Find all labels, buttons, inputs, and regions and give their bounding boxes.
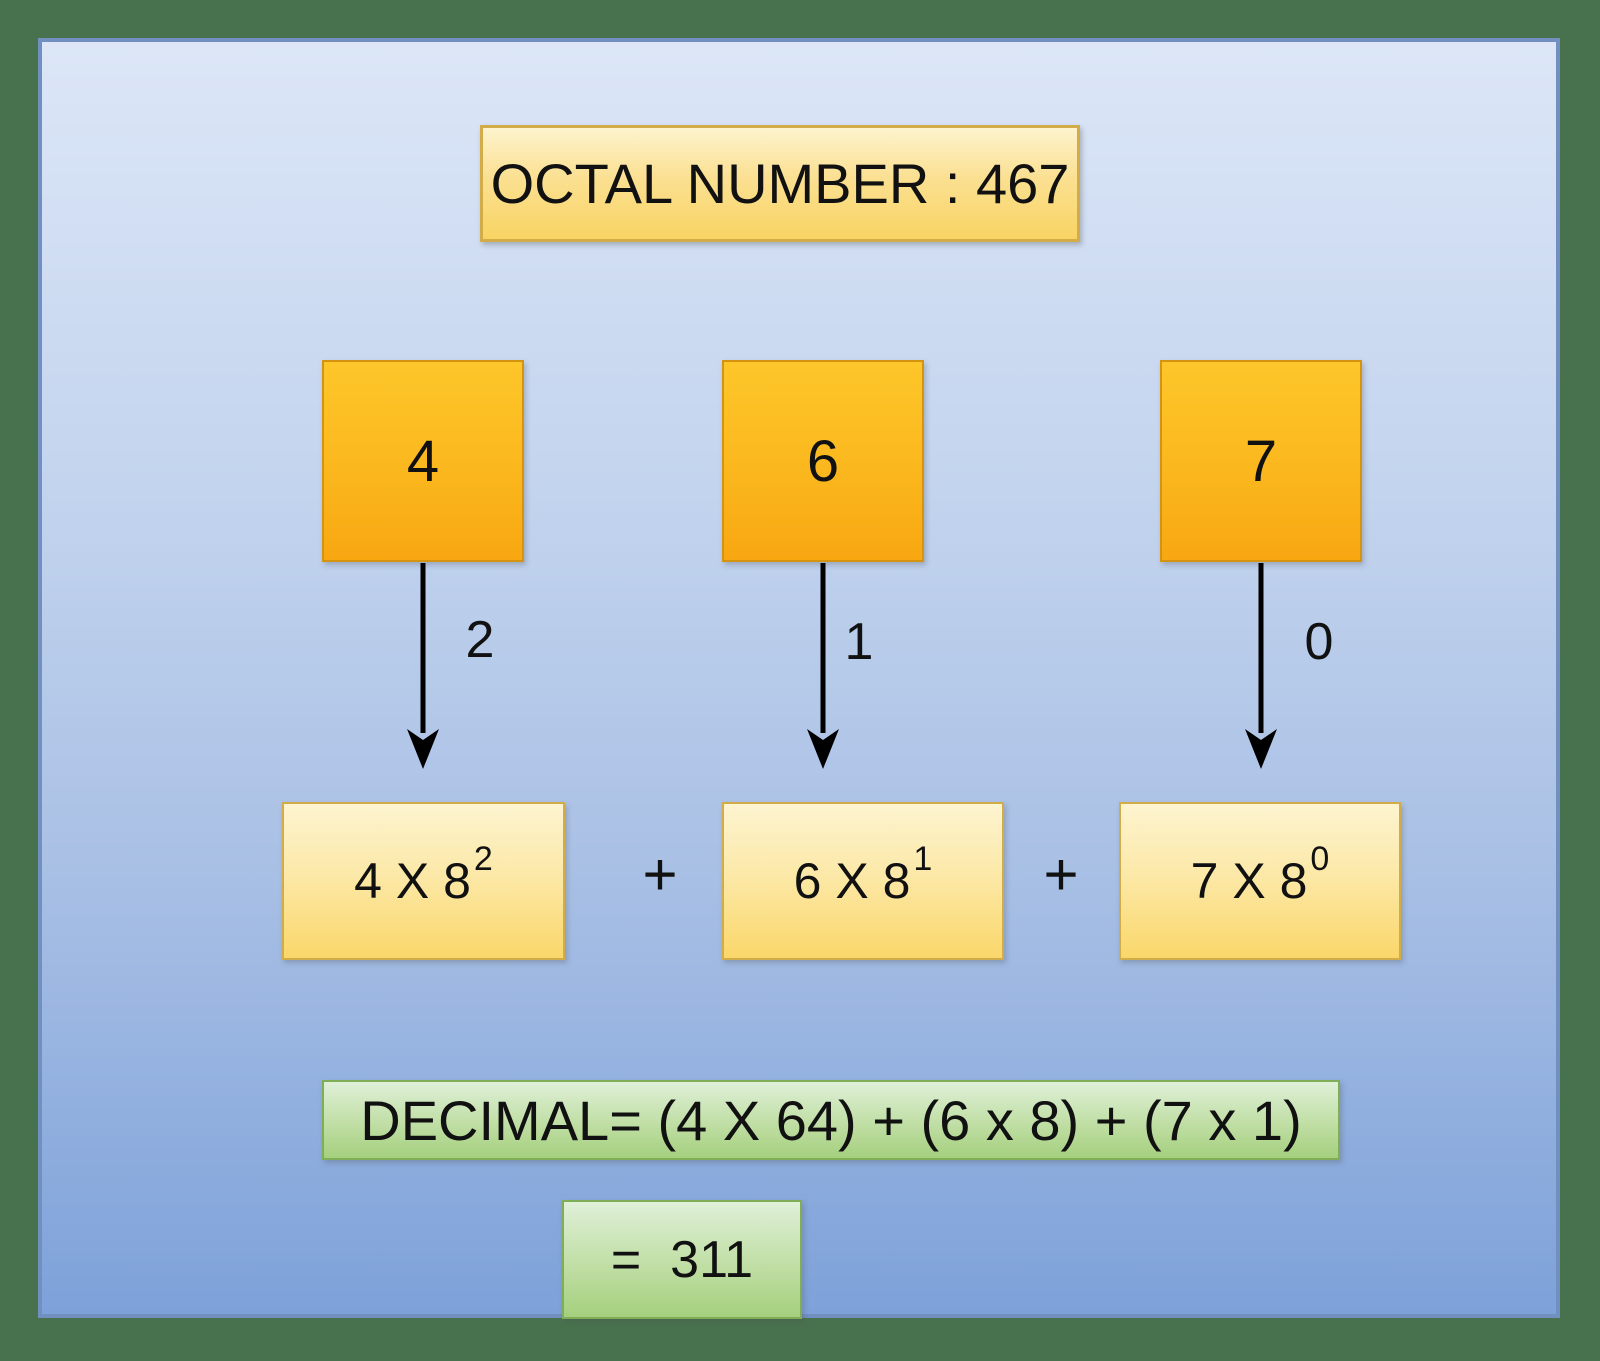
term-exponent: 0 xyxy=(1310,839,1330,878)
result-box: = 311 xyxy=(562,1200,802,1319)
diagram-panel: OCTAL NUMBER : 467 4 6 7 2 1 0 xyxy=(38,38,1560,1319)
plus-sign: + xyxy=(1043,841,1079,908)
power-position-label: 2 xyxy=(465,611,495,669)
down-arrow-icon xyxy=(807,563,839,769)
term-base: 4 X 8 xyxy=(354,853,471,909)
power-position-label: 0 xyxy=(1304,613,1334,671)
down-arrow-icon xyxy=(1245,563,1277,769)
digit-value: 4 xyxy=(406,428,440,494)
digit-value: 7 xyxy=(1244,428,1278,494)
decimal-equation-text: DECIMAL= (4 X 64) + (6 x 8) + (7 x 1) xyxy=(360,1088,1302,1152)
term-exponent: 2 xyxy=(473,839,493,878)
term-base: 7 X 8 xyxy=(1190,853,1308,909)
digit-value: 6 xyxy=(806,428,840,494)
digit-box-7: 7 xyxy=(1160,360,1362,562)
term-base: 6 X 8 xyxy=(793,853,911,909)
decimal-equation-box: DECIMAL= (4 X 64) + (6 x 8) + (7 x 1) xyxy=(322,1080,1340,1160)
down-arrow-icon xyxy=(407,563,439,769)
digit-box-4: 4 xyxy=(322,360,524,562)
octal-number-title: OCTAL NUMBER : 467 xyxy=(490,152,1070,215)
result-text: = 311 xyxy=(610,1230,754,1289)
octal-number-title-box: OCTAL NUMBER : 467 xyxy=(480,125,1080,242)
digit-box-6: 6 xyxy=(722,360,924,562)
term-exponent: 1 xyxy=(913,839,933,878)
power-position-label: 1 xyxy=(844,613,874,671)
plus-sign: + xyxy=(642,841,678,908)
